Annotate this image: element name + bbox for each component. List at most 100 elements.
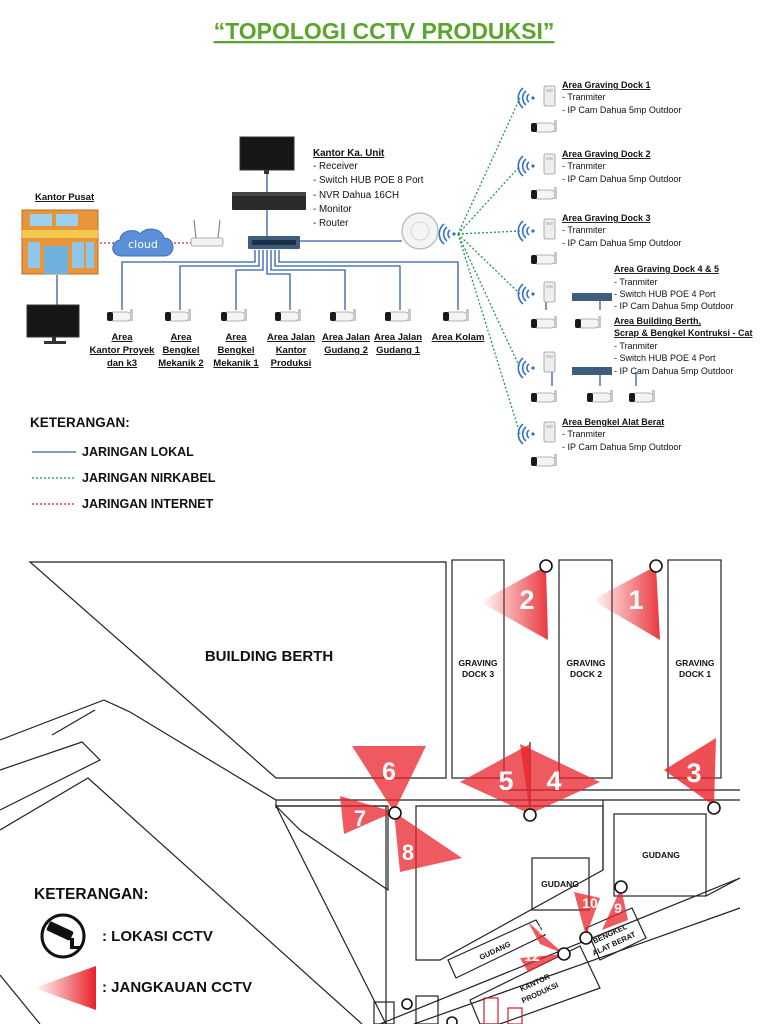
ip-camera-icon (530, 315, 558, 329)
coverage-fan-5 (460, 744, 530, 814)
camera-label: Kantor Proyek (90, 345, 156, 356)
site-item: - IP Cam Dahua 5mp Outdoor (614, 366, 733, 376)
site-plan-legend: KETERANGAN: : LOKASI CCTV : JANGKAUAN CC… (34, 886, 252, 1010)
cctv-markers (388, 559, 721, 1024)
site-plan (0, 559, 741, 1024)
wifi-signal-icon (517, 155, 536, 177)
ip-camera-icon (530, 186, 558, 200)
cctv-icon (539, 559, 553, 573)
wireless-receiver-icon (401, 212, 439, 250)
cloud-label: cloud (128, 238, 158, 251)
transmitter-icon (543, 153, 556, 175)
camera-label: Area Jalan (374, 332, 422, 343)
camera-label: Area (170, 332, 192, 343)
transmitter-icon (543, 218, 556, 240)
camera-label: Mekanik 2 (158, 358, 203, 369)
site-title: Area Graving Dock 2 (562, 149, 651, 159)
camera-label: Gudang 2 (324, 345, 368, 356)
cctv-number-5: 5 (498, 766, 513, 796)
kantor-unit-item: - Router (313, 218, 349, 229)
cctv-icon (614, 880, 628, 894)
road (0, 777, 363, 1024)
cctv-number-6: 6 (382, 758, 396, 786)
cctv-number-10: 10 (582, 895, 598, 911)
ip-camera-icon (106, 308, 134, 322)
coverage-fan-9 (602, 888, 628, 930)
kantor-unit-item: - Receiver (313, 161, 358, 172)
camera-label: Area (111, 332, 133, 343)
site-title: Area Graving Dock 3 (562, 213, 651, 223)
graving-dock-1-label: DOCK 1 (679, 669, 711, 679)
page-title: “TOPOLOGI CCTV PRODUKSI” (214, 18, 555, 44)
cctv-number-4: 4 (546, 766, 561, 796)
remote-site-graving-dock-1 (517, 85, 558, 133)
ip-camera-icon (530, 251, 558, 265)
building-berth-label: BUILDING BERTH (205, 648, 333, 665)
site-title: Scrap & Bengkel Kontruksi - Cat (614, 328, 753, 338)
camera-label: dan k3 (107, 358, 137, 369)
site-item: - Tranmiter (562, 429, 606, 439)
switch-poe-8-icon (248, 236, 300, 249)
small-structure (373, 1001, 395, 1024)
kantor-unit-list: Kantor Ka. Unit - Receiver - Switch HUB … (313, 148, 424, 229)
ip-camera-icon (628, 389, 656, 403)
cctv-icon (707, 801, 721, 815)
cctv-number-7: 7 (354, 806, 366, 831)
road (0, 974, 41, 1024)
kantor-unit-item: - NVR Dahua 16CH (313, 190, 399, 201)
wifi-signal-icon (517, 220, 536, 242)
transmitter-icon (543, 85, 556, 107)
local-cameras (106, 308, 470, 322)
camera-label: Gudang 1 (376, 345, 421, 356)
site-item: - IP Cam Dahua 5mp Outdoor (562, 105, 681, 115)
cctv-icon (446, 1016, 458, 1024)
gudang-right (613, 813, 707, 897)
ip-camera-icon (574, 315, 602, 329)
graving-dock-1-label: GRAVING (675, 658, 714, 668)
graving-dock-2-label: DOCK 2 (570, 669, 602, 679)
building-berth-area (28, 561, 447, 779)
site-item: - IP Cam Dahua 5mp Outdoor (562, 442, 681, 452)
gudang-mid (531, 857, 590, 911)
road (705, 877, 741, 897)
remote-site-bengkel-alat-berat (517, 421, 558, 467)
cctv-number-9: 9 (614, 900, 622, 916)
site-item: - IP Cam Dahua 5mp Outdoor (562, 238, 681, 248)
remote-site-graving-dock-4-5 (517, 281, 612, 329)
site-title: Area Building Berth, (614, 316, 701, 326)
coverage-fan-2 (480, 566, 548, 640)
coverage-fan-7 (340, 796, 394, 834)
transmitter-icon (543, 351, 556, 373)
ip-camera-icon (274, 308, 302, 322)
kantor-pusat-label: Kantor Pusat (35, 192, 95, 203)
ip-camera-icon (164, 308, 192, 322)
wireless-lines (457, 97, 521, 435)
router-icon (190, 219, 224, 247)
site-item: - Switch HUB POE 4 Port (614, 289, 716, 299)
site-item: - Tranmiter (562, 161, 606, 171)
gudang-left (447, 919, 546, 979)
coverage-fan-12 (520, 954, 564, 972)
wifi-signal-icon (517, 283, 536, 305)
ip-camera-icon (530, 389, 558, 403)
road (413, 907, 741, 1024)
ip-camera-icon (329, 308, 357, 322)
ip-camera-icon (384, 308, 412, 322)
site-legend-item: : LOKASI CCTV (102, 928, 213, 945)
small-structure (483, 997, 499, 1024)
road (51, 709, 96, 736)
wifi-signal-icon (438, 223, 457, 245)
camera-label: Bengkel (163, 345, 200, 356)
kantor-unit-item: - Switch HUB POE 8 Port (313, 175, 424, 186)
camera-label: Produksi (271, 358, 312, 369)
cctv-icon (523, 808, 537, 822)
camera-label: Kantor (276, 345, 307, 356)
camera-label: Bengkel (218, 345, 255, 356)
remote-site-labels: Area Graving Dock 1 - Tranmiter - IP Cam… (562, 80, 753, 452)
cctv-number-8: 8 (402, 840, 414, 865)
cctv-number-11: 11 (539, 921, 554, 937)
site-item: - Switch HUB POE 4 Port (614, 353, 716, 363)
cloud-icon: cloud (112, 228, 174, 257)
ip-camera-icon (220, 308, 248, 322)
